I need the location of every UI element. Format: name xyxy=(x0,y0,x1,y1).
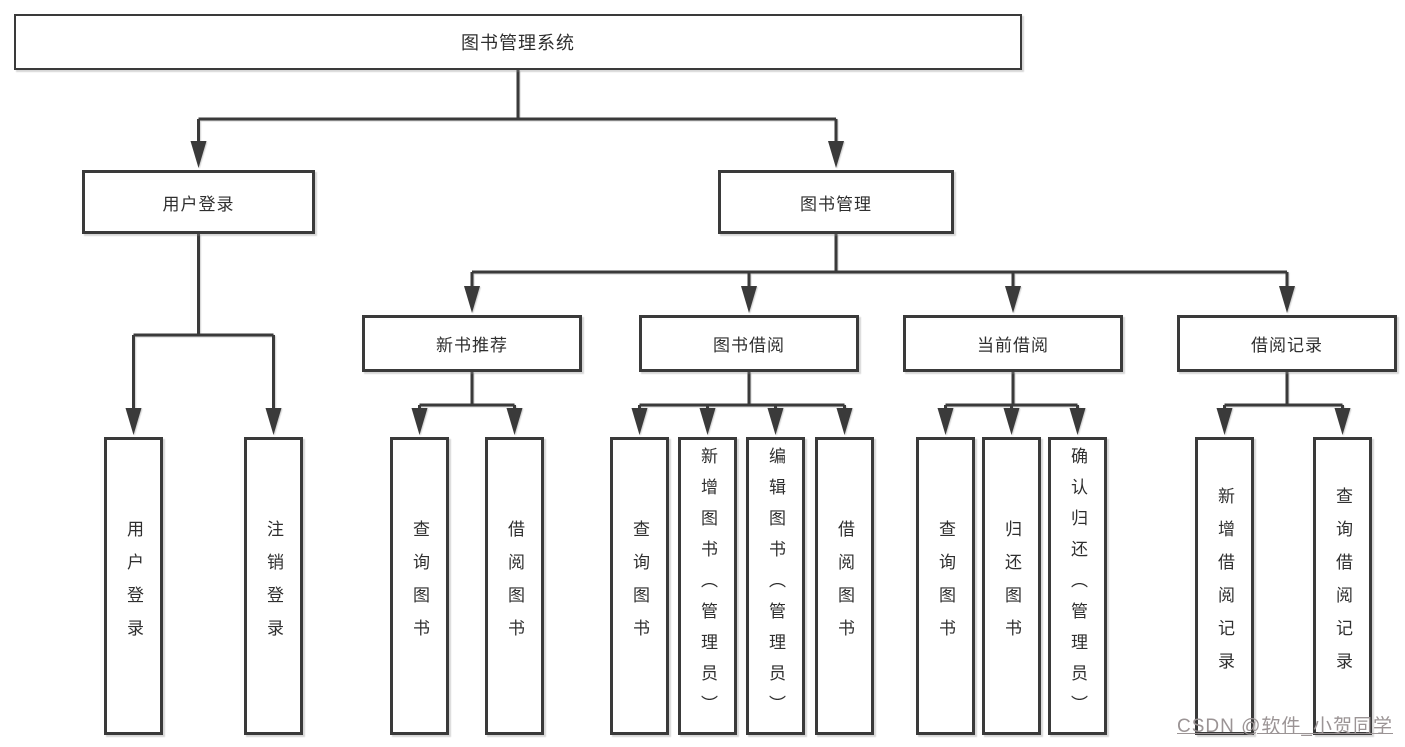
leaf-user-login: 用户登录 xyxy=(104,437,163,735)
connector-user-login-to-leaves xyxy=(125,234,282,435)
node-current-borrow: 当前借阅 xyxy=(903,315,1123,372)
leaf-br-add-record: 新增借阅记录 xyxy=(1195,437,1254,735)
leaf-nbr-borrow-books: 借阅图书 xyxy=(485,437,544,735)
node-new-book-recommend: 新书推荐 xyxy=(362,315,582,372)
leaf-cb-confirm-return-admin: 确认归还（管理员） xyxy=(1048,437,1107,735)
connector-current-borrow-to-leaves xyxy=(937,372,1086,435)
connector-book-management-to-level3 xyxy=(464,234,1295,313)
node-borrow-records: 借阅记录 xyxy=(1177,315,1397,372)
leaf-nbr-query-books: 查询图书 xyxy=(390,437,449,735)
node-book-management: 图书管理 xyxy=(718,170,954,234)
leaf-bb-add-book-admin: 新增图书（管理员） xyxy=(678,437,737,735)
node-book-borrow: 图书借阅 xyxy=(639,315,859,372)
leaf-cb-query-books: 查询图书 xyxy=(916,437,975,735)
leaf-cb-return-books: 归还图书 xyxy=(982,437,1041,735)
leaf-logout: 注销登录 xyxy=(244,437,303,735)
connector-book-borrow-to-leaves xyxy=(631,372,853,435)
connector-borrow-records-to-leaves xyxy=(1216,372,1351,435)
leaf-bb-borrow-books: 借阅图书 xyxy=(815,437,874,735)
leaf-bb-edit-book-admin: 编辑图书（管理员） xyxy=(746,437,805,735)
node-root-system: 图书管理系统 xyxy=(14,14,1022,70)
leaf-br-query-record: 查询借阅记录 xyxy=(1313,437,1372,735)
csdn-watermark: CSDN @软件_小贺同学 xyxy=(1177,716,1393,737)
connector-root-to-level2 xyxy=(190,70,844,168)
node-user-login: 用户登录 xyxy=(82,170,315,234)
leaf-bb-query-books: 查询图书 xyxy=(610,437,669,735)
connector-new-book-recommend-to-leaves xyxy=(411,372,523,435)
